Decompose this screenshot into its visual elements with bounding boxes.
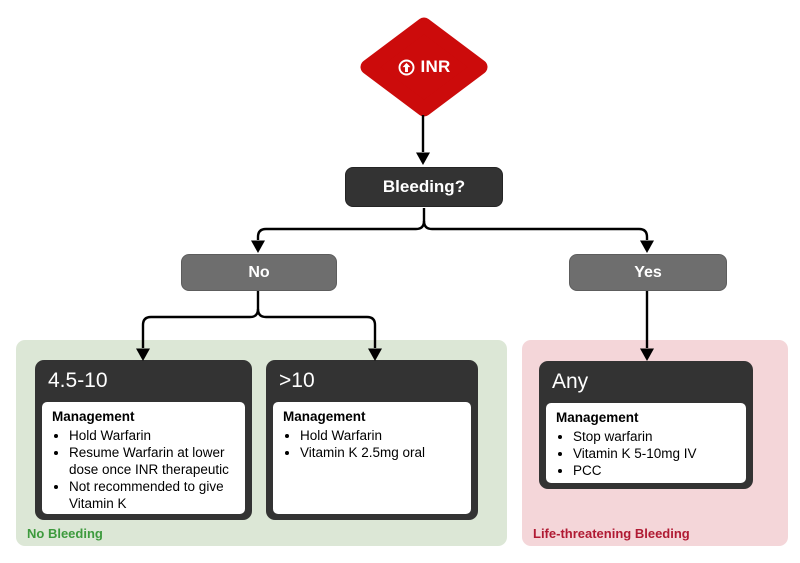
- management-item: Stop warfarin: [573, 428, 741, 445]
- group-no-bleeding: 4.5-10 Management Hold WarfarinResume Wa…: [16, 340, 507, 546]
- arrow-circle-up-icon: [398, 59, 415, 75]
- management-item: Hold Warfarin: [69, 427, 240, 444]
- management-list: Hold WarfarinVitamin K 2.5mg oral: [283, 427, 466, 461]
- card-inr-4-5-10: 4.5-10 Management Hold WarfarinResume Wa…: [35, 360, 252, 520]
- card-header: Any: [552, 370, 589, 393]
- inr-label: INR: [420, 57, 451, 76]
- card-inr-gt10: >10 Management Hold WarfarinVitamin K 2.…: [266, 360, 478, 520]
- card-inr-any: Any Management Stop warfarinVitamin K 5-…: [539, 361, 753, 489]
- group-label-life-threatening: Life-threatening Bleeding: [533, 526, 690, 541]
- inr-diamond-shape: [360, 17, 488, 117]
- card-header: 4.5-10: [48, 369, 108, 392]
- management-list: Stop warfarinVitamin K 5-10mg IVPCC: [556, 428, 741, 479]
- management-item: PCC: [573, 462, 741, 479]
- card-body: Management Hold WarfarinResume Warfarin …: [42, 402, 245, 514]
- node-bleeding-question: Bleeding?: [345, 167, 503, 207]
- management-title: Management: [52, 409, 135, 424]
- group-life-threatening-bleeding: Any Management Stop warfarinVitamin K 5-…: [522, 340, 788, 546]
- management-list: Hold WarfarinResume Warfarin at lower do…: [52, 427, 240, 512]
- node-branch-yes: Yes: [569, 254, 727, 291]
- management-item: Not recommended to give Vitamin K: [69, 478, 240, 512]
- group-label-no-bleeding: No Bleeding: [27, 526, 103, 541]
- management-item: Vitamin K 2.5mg oral: [300, 444, 466, 461]
- management-title: Management: [283, 409, 366, 424]
- management-item: Vitamin K 5-10mg IV: [573, 445, 741, 462]
- management-title: Management: [556, 410, 639, 425]
- node-inr: INR: [350, 10, 498, 124]
- card-body: Management Hold WarfarinVitamin K 2.5mg …: [273, 402, 471, 514]
- card-body: Management Stop warfarinVitamin K 5-10mg…: [546, 403, 746, 483]
- management-item: Resume Warfarin at lower dose once INR t…: [69, 444, 240, 478]
- node-branch-no: No: [181, 254, 337, 291]
- card-header: >10: [279, 369, 315, 392]
- management-item: Hold Warfarin: [300, 427, 466, 444]
